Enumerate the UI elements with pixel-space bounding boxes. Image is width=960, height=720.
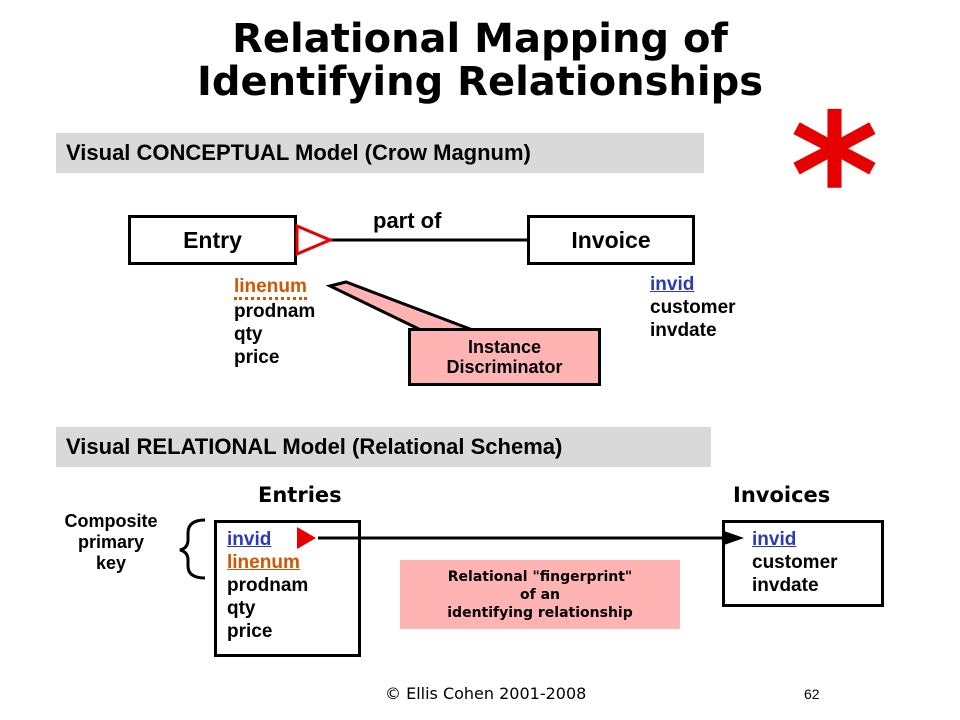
callout-line-1: Instance: [467, 337, 542, 357]
conceptual-heading: Visual CONCEPTUAL Model (Crow Magnum): [56, 133, 704, 173]
entity-invoice: Invoice: [527, 215, 695, 265]
entries-attribute: prodnam: [227, 575, 309, 596]
entity-invoice-label: Invoice: [571, 226, 651, 253]
invoices-key-attribute: invid: [752, 529, 797, 550]
relationship-label: part of: [373, 208, 442, 233]
entry-attributes: linenum prodnam qty price: [234, 275, 315, 369]
invoice-attributes: invid customer invdate: [650, 273, 736, 342]
copyright: © Ellis Cohen 2001-2008: [385, 684, 587, 703]
arrowhead-icon: [724, 531, 744, 545]
page-title-line-2: Identifying Relationships: [196, 59, 764, 105]
table-invoices-title: Invoices: [733, 483, 831, 507]
callout-line-2: Discriminator: [446, 357, 563, 377]
composite-key-label: Composite primary key: [64, 511, 158, 573]
entries-attribute: price: [227, 621, 273, 642]
entries-key-attribute: invid: [227, 529, 272, 550]
entries-attribute: qty: [227, 598, 256, 619]
entry-attribute: price: [234, 347, 280, 368]
entries-key-attribute: linenum: [227, 552, 300, 573]
invoice-attribute: invdate: [650, 320, 717, 341]
entry-attribute: prodnam: [234, 301, 316, 322]
invoices-attribute: invdate: [752, 575, 819, 596]
fingerprint-note: Relational "fingerprint" of an identifyi…: [400, 560, 680, 629]
relational-heading: Visual RELATIONAL Model (Relational Sche…: [56, 427, 711, 467]
table-entries-title: Entries: [258, 483, 342, 507]
brace-icon: [179, 518, 206, 580]
invoice-attribute: customer: [650, 297, 736, 318]
asterisk-icon: *: [790, 78, 879, 276]
discriminator-attribute: linenum: [234, 277, 307, 300]
invoice-key-attribute: invid: [650, 274, 695, 295]
table-invoices: invid customer invdate: [722, 520, 884, 607]
instance-discriminator-callout: Instance Discriminator: [408, 328, 601, 386]
foreign-key-marker-icon: [297, 527, 316, 549]
table-entries: invid linenum prodnam qty price: [214, 520, 361, 657]
entry-attribute: qty: [234, 324, 263, 345]
page-title-line-1: Relational Mapping of: [232, 16, 728, 62]
invoices-attribute: customer: [752, 552, 838, 573]
entity-entry-label: Entry: [183, 226, 242, 253]
page-number: 62: [804, 686, 820, 702]
entity-entry: Entry: [128, 215, 297, 265]
crows-foot-icon: [295, 223, 334, 257]
